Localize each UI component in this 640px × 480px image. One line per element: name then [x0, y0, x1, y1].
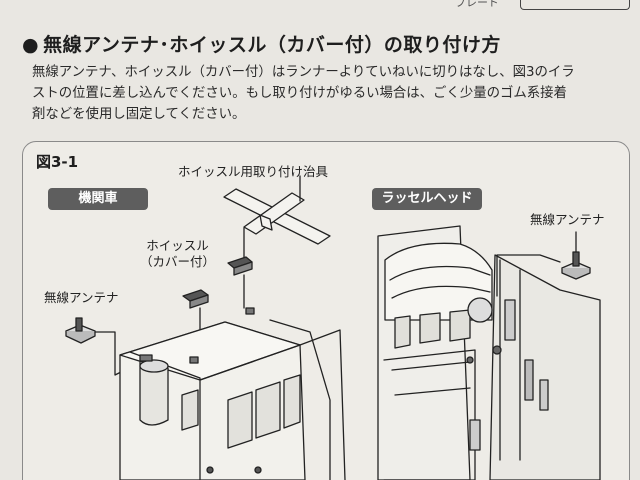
antenna-right-drawing — [561, 231, 591, 280]
whistle-jig-drawing — [223, 175, 331, 263]
whistle-label: ホイッスル （カバー付） — [140, 238, 215, 270]
instruction-line-1: 無線アンテナ、ホイッスル（カバー付）はランナーよりていねいに切りはなし、図3のイ… — [32, 65, 575, 80]
locomotive-tag: 機関車 — [48, 188, 148, 210]
figure-label: 図3-1 — [36, 153, 79, 171]
heading-title: 無線アンテナ･ホイッスル（カバー付）の取り付け方 — [43, 34, 501, 56]
instruction-line-3: 剤などを使用し固定してください。 — [32, 107, 246, 122]
previous-section-box — [520, 0, 630, 10]
section-heading: ●無線アンテナ･ホイッスル（カバー付）の取り付け方 — [22, 30, 501, 57]
whistle-label-line-1: ホイッスル — [146, 238, 209, 253]
russell-head-tag: ラッセルヘッド — [372, 188, 482, 210]
antenna-right-label: 無線アンテナ — [530, 212, 605, 227]
instruction-line-2: ストの位置に差し込んでください。もし取り付けがゆるい場合は、ごく少量のゴム系接着 — [32, 86, 567, 101]
heading-bullet: ● — [22, 34, 40, 56]
locomotive-drawing — [119, 307, 346, 480]
russell-head-drawing — [377, 225, 601, 480]
previous-section-fragment: ブレード — [455, 0, 499, 9]
top-strip: ブレード — [0, 0, 640, 18]
whistle-label-line-2: （カバー付） — [140, 254, 216, 269]
whistle-jig-label: ホイッスル用取り付け治具 — [178, 164, 329, 179]
antenna-left-label: 無線アンテナ — [44, 290, 119, 305]
whistle-part-upper — [227, 256, 253, 309]
instructions-paragraph: 無線アンテナ、ホイッスル（カバー付）はランナーよりていねいに切りはなし、図3のイ… — [32, 62, 632, 125]
